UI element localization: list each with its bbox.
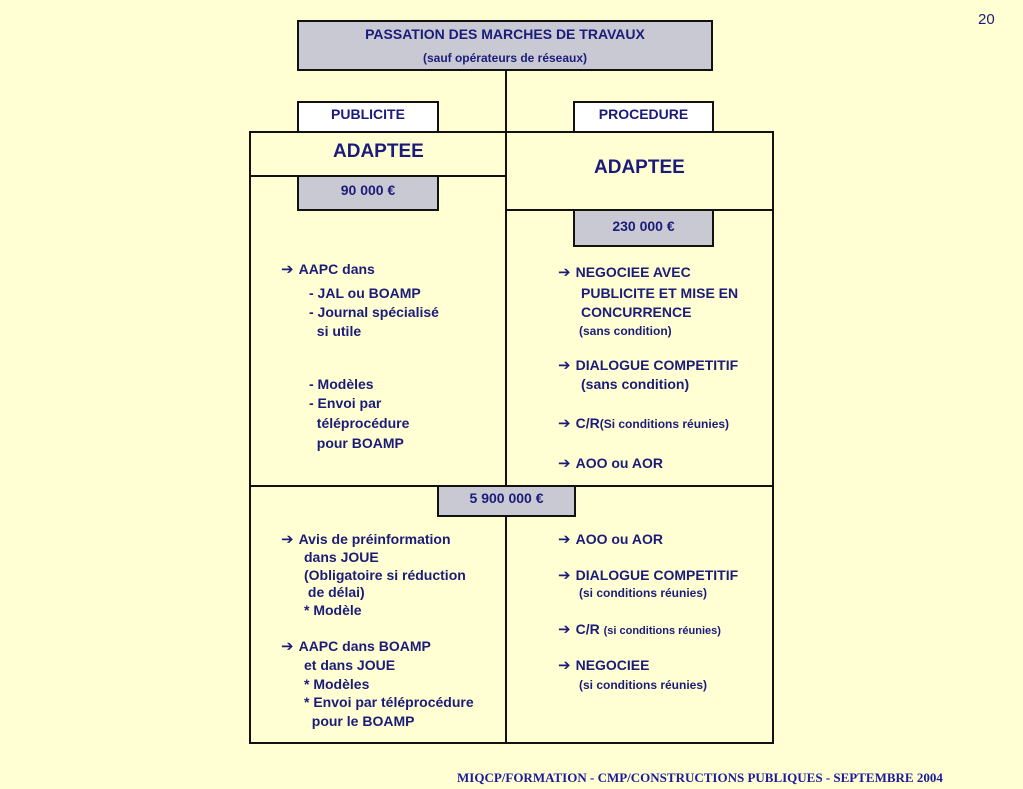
footer: MIQCP/FORMATION - CMP/CONSTRUCTIONS PUBL… bbox=[457, 770, 943, 785]
aapc-boamp-line: pour le BOAMP bbox=[304, 713, 415, 729]
main-table bbox=[249, 131, 774, 744]
arrow-icon: ➔ bbox=[281, 260, 294, 278]
title-sub: (sauf opérateurs de réseaux) bbox=[422, 51, 588, 65]
avis-line: de délai) bbox=[304, 584, 365, 600]
procedure-header: PROCEDURE bbox=[598, 106, 689, 122]
adaptee-left: ADAPTEE bbox=[333, 141, 424, 162]
dialogue-note: (sans condition) bbox=[581, 376, 690, 392]
arrow-icon: ➔ bbox=[558, 566, 571, 584]
avis-item: ➔Avis de préinformation bbox=[281, 530, 451, 549]
arrow-icon: ➔ bbox=[281, 637, 294, 655]
threshold-230000 bbox=[573, 209, 714, 247]
aapc-detail: si utile bbox=[309, 323, 362, 339]
arrow-icon: ➔ bbox=[558, 454, 571, 472]
title-main: PASSATION DES MARCHES DE TRAVAUX bbox=[365, 26, 645, 42]
cr2-note: (si conditions réunies) bbox=[603, 625, 721, 637]
threshold-5900000-label: 5 900 000 € bbox=[469, 490, 544, 506]
threshold-90000 bbox=[297, 175, 439, 211]
cr2-label: C/R bbox=[575, 621, 600, 637]
aapc-detail: - JAL ou BOAMP bbox=[309, 285, 421, 301]
negociee-item: ➔NEGOCIEE AVEC bbox=[558, 263, 691, 282]
negociee-line: PUBLICITE ET MISE EN bbox=[581, 285, 739, 301]
arrow-icon: ➔ bbox=[558, 620, 571, 638]
aapc-detail: téléprocédure bbox=[309, 415, 410, 431]
threshold-230000-label: 230 000 € bbox=[612, 218, 675, 234]
dialogue2-note: (si conditions réunies) bbox=[579, 586, 708, 600]
aapc-detail: - Modèles bbox=[309, 376, 374, 392]
aapc-detail: - Journal spécialisé bbox=[309, 304, 439, 320]
avis-line: (Obligatoire si réduction bbox=[304, 567, 466, 583]
negociee-line: CONCURRENCE bbox=[581, 304, 692, 320]
page-number: 20 bbox=[978, 11, 995, 28]
avis-line: dans JOUE bbox=[304, 549, 379, 565]
publicite-header: PUBLICITE bbox=[331, 106, 405, 122]
dialogue2-label: DIALOGUE COMPETITIF bbox=[575, 567, 739, 583]
negociee2-label: NEGOCIEE bbox=[575, 657, 650, 673]
dialogue-label: DIALOGUE COMPETITIF bbox=[575, 357, 739, 373]
arrow-icon: ➔ bbox=[558, 414, 571, 432]
arrow-icon: ➔ bbox=[558, 263, 571, 281]
cr-item: ➔C/R(Si conditions réunies) bbox=[558, 414, 729, 434]
aoo2-item: ➔AOO ou AOR bbox=[558, 530, 663, 549]
aoo-item: ➔AOO ou AOR bbox=[558, 454, 663, 473]
avis-line: * Modèle bbox=[304, 602, 362, 618]
aapc-boamp-line: AAPC dans BOAMP bbox=[298, 638, 431, 654]
arrow-icon: ➔ bbox=[558, 530, 571, 548]
arrow-icon: ➔ bbox=[281, 530, 294, 548]
dialogue2-item: ➔DIALOGUE COMPETITIF bbox=[558, 566, 738, 585]
aapc-boamp-line: * Modèles bbox=[304, 676, 370, 692]
title-box bbox=[297, 20, 713, 71]
aoo-label: AOO ou AOR bbox=[575, 455, 663, 471]
cr2-item: ➔C/R (si conditions réunies) bbox=[558, 620, 721, 641]
aapc-boamp-line: et dans JOUE bbox=[304, 657, 396, 673]
publicite-header-box bbox=[297, 101, 439, 133]
column-divider bbox=[505, 131, 507, 744]
aapc-detail: - Envoi par bbox=[309, 395, 382, 411]
arrow-icon: ➔ bbox=[558, 356, 571, 374]
negociee-note: (sans condition) bbox=[579, 324, 672, 338]
cr-label: C/R bbox=[575, 415, 600, 431]
aapc-detail: pour BOAMP bbox=[309, 435, 404, 451]
aapc-item: ➔AAPC dans bbox=[281, 260, 375, 279]
aapc-boamp-line: * Envoi par téléprocédure bbox=[304, 694, 474, 710]
aapc-boamp-item: ➔AAPC dans BOAMP bbox=[281, 637, 431, 656]
aoo2-label: AOO ou AOR bbox=[575, 531, 663, 547]
avis-line: Avis de préinformation bbox=[298, 531, 451, 547]
dialogue-item: ➔DIALOGUE COMPETITIF bbox=[558, 356, 738, 375]
negociee2-item: ➔NEGOCIEE bbox=[558, 656, 649, 675]
negociee2-note: (si conditions réunies) bbox=[579, 678, 708, 692]
cr-note: (Si conditions réunies) bbox=[599, 417, 730, 431]
aapc-label: AAPC dans bbox=[298, 261, 375, 277]
negociee-line: NEGOCIEE AVEC bbox=[575, 264, 691, 280]
connector-line bbox=[505, 71, 507, 133]
adaptee-right: ADAPTEE bbox=[594, 157, 685, 178]
threshold-5900000 bbox=[437, 485, 576, 517]
arrow-icon: ➔ bbox=[558, 656, 571, 674]
threshold-90000-label: 90 000 € bbox=[340, 182, 396, 198]
